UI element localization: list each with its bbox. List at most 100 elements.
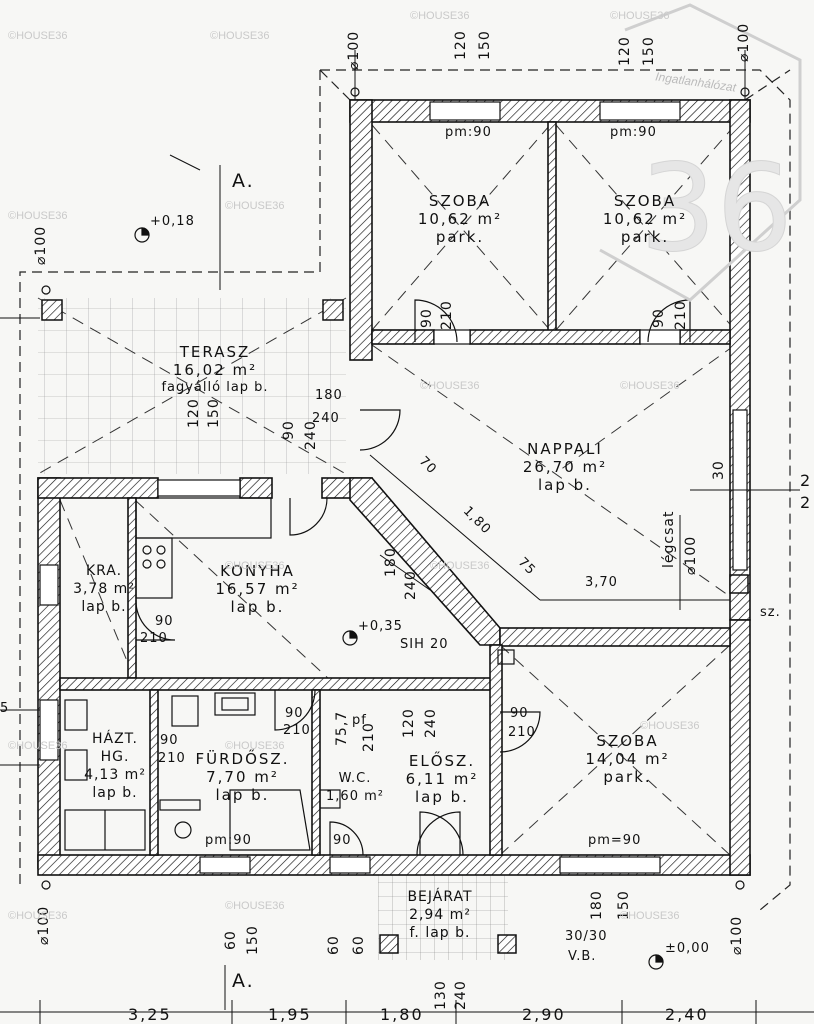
entrance-tiles xyxy=(378,870,508,960)
dim-label: 210 xyxy=(140,631,168,646)
room-label-haztartas: HÁZT. HG. 4,13 m² lap b. xyxy=(80,730,150,802)
watermark: ©HOUSE36 xyxy=(8,30,68,42)
room-floor: lap b. xyxy=(81,599,127,615)
room-floor: park. xyxy=(603,768,652,786)
bottom-dim-4: 2,90 xyxy=(522,1005,566,1024)
level-markers xyxy=(41,87,750,970)
annotation-vb: V.B. xyxy=(568,949,597,964)
annotation-legcsat-d: ⌀100 xyxy=(683,535,699,575)
watermark: ©HOUSE36 xyxy=(225,560,285,572)
room-floor: lap b. xyxy=(415,788,469,806)
room-label-furdo: FÜRDŐSZ. 7,70 m² lap b. xyxy=(185,750,300,804)
dim-label: pf xyxy=(352,713,367,728)
room-name: SZOBA xyxy=(428,192,492,210)
dim-label: 150 xyxy=(477,30,493,60)
dimension-lines xyxy=(0,50,814,1024)
room-sub: HG. xyxy=(100,749,130,765)
dim-label: 210 xyxy=(439,300,455,330)
dim-label: 240 xyxy=(312,411,340,426)
room-label-eloszoba: ELŐSZ. 6,11 m² lap b. xyxy=(392,752,492,806)
room-floor: lap b. xyxy=(538,476,592,494)
dim-label: ⌀100 xyxy=(346,30,362,70)
annotation-sih: SIH 20 xyxy=(400,637,449,652)
kitchen-fixtures xyxy=(64,497,341,851)
dim-label: 30 xyxy=(711,460,727,480)
dim-label: 240 xyxy=(303,420,319,450)
dim-label: 210 xyxy=(158,751,186,766)
dim-label: 90 xyxy=(333,833,352,848)
dim-label: 210 xyxy=(361,722,377,752)
dim-label: 240 xyxy=(423,708,439,738)
watermark: ©HOUSE36 xyxy=(610,10,670,22)
room-area: 16,57 m² xyxy=(215,580,300,598)
annotation-legcsat: légcsat xyxy=(661,510,677,568)
dim-label: 90 xyxy=(651,308,667,328)
dim-label: 240 xyxy=(403,570,419,600)
dim-label: 150 xyxy=(206,398,222,428)
dim-label: 210 xyxy=(283,723,311,738)
room-name: W.C. xyxy=(338,771,372,786)
section-marker: A. xyxy=(232,170,255,192)
dim-label: 180 xyxy=(589,890,605,920)
room-floor: park. xyxy=(620,228,670,246)
level-inside: +0,35 xyxy=(358,619,403,634)
dim-label: 90 xyxy=(281,420,297,440)
room-area: 26,70 m² xyxy=(522,458,608,476)
watermark: ©HOUSE36 xyxy=(8,910,68,922)
section-marker: 2 xyxy=(800,471,813,490)
room-name: ELŐSZ. xyxy=(408,752,476,770)
bottom-dim-2: 1,95 xyxy=(268,1005,312,1024)
watermark: ©HOUSE36 xyxy=(620,380,680,392)
bottom-dim-1: 3,25 xyxy=(128,1005,172,1024)
room-name: KONYHA xyxy=(220,562,295,580)
room-floor: lap b. xyxy=(92,785,138,801)
pillars xyxy=(41,299,749,954)
annotation-sz: sz. xyxy=(760,605,781,620)
watermark: ©HOUSE36 xyxy=(420,380,480,392)
room-name: NAPPALI xyxy=(527,440,603,458)
room-label-nappali: NAPPALI 26,70 m² lap b. xyxy=(505,440,625,494)
room-area: 1,60 m² xyxy=(326,789,384,804)
room-floor: fagyálló lap b. xyxy=(161,380,269,395)
dim-label: 60 xyxy=(351,935,367,955)
level-ground: ±0,00 xyxy=(665,941,710,956)
room-label-terasz: TERASZ 16,02 m² fagyálló lap b. xyxy=(135,343,295,397)
watermark: ©HOUSE36 xyxy=(620,910,680,922)
room-area: 6,11 m² xyxy=(405,770,479,788)
dim-label: ⌀100 xyxy=(736,22,752,62)
dim-label: 120 xyxy=(401,708,417,738)
room-floor: lap b. xyxy=(230,598,285,616)
room-name: FÜRDŐSZ. xyxy=(195,750,290,768)
section-marker: 2 xyxy=(800,493,813,512)
watermark: ©HOUSE36 xyxy=(430,560,490,572)
room-label-kamra: KRA. 3,78 m² lap b. xyxy=(70,562,138,616)
watermark: ©HOUSE36 xyxy=(8,740,68,752)
room-area: 2,94 m² xyxy=(409,907,471,923)
watermark: ©HOUSE36 xyxy=(410,10,470,22)
room-label-wc: W.C. 1,60 m² xyxy=(325,770,385,806)
room-diagonals xyxy=(37,124,736,856)
dim-label: 90 xyxy=(160,733,179,748)
room-area: 4,13 m² xyxy=(84,767,146,783)
terrace-tiles xyxy=(38,298,346,474)
watermark: ©HOUSE36 xyxy=(225,200,285,212)
room-label-bejarat: BEJÁRAT 2,94 m² f. lap b. xyxy=(390,888,490,942)
room-name: HÁZT. xyxy=(91,731,139,747)
room-name: TERASZ xyxy=(179,343,251,361)
dim-label: 75,7 xyxy=(334,710,350,746)
dim-label: 90 xyxy=(285,706,304,721)
dim-label: 240 xyxy=(453,980,469,1010)
room-label-szoba1: SZOBA 10,62 m² park. xyxy=(405,192,515,246)
room-floor: park. xyxy=(435,228,485,246)
annotation-pm90: pm:90 xyxy=(205,833,252,848)
windows xyxy=(39,101,748,874)
watermark: ©HOUSE36 xyxy=(8,210,68,222)
watermark: ©HOUSE36 xyxy=(225,900,285,912)
room-area: 14,04 m² xyxy=(585,750,670,768)
company-logo: 36 xyxy=(599,3,802,302)
dim-label: 210 xyxy=(673,300,689,330)
room-label-konyha: KONYHA 16,57 m² lap b. xyxy=(195,562,320,616)
room-floor: lap b. xyxy=(215,786,270,804)
dim-label: 180 xyxy=(383,547,399,577)
